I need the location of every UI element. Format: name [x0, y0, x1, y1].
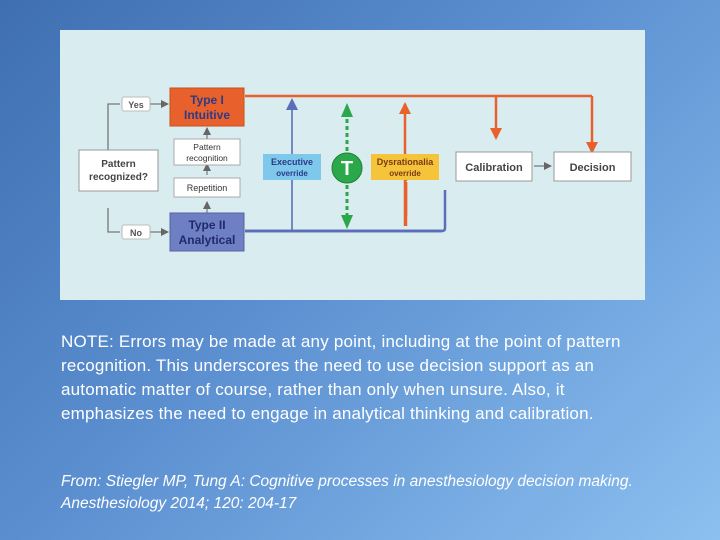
yes-label-box: Yes — [121, 96, 151, 112]
repetition-box: Repetition — [173, 177, 241, 198]
executive-line2: override — [276, 169, 308, 178]
yes-label: Yes — [128, 100, 144, 110]
pattern-recognition-box: Pattern recognition — [173, 138, 241, 166]
dysrationalia-line2: override — [389, 169, 421, 178]
pattern-recognition-line2: recognition — [186, 153, 228, 163]
pattern-recognition-line1: Pattern — [193, 142, 221, 152]
pattern-recognized-line2: recognized? — [89, 172, 148, 183]
dysrationalia-override-box: Dysrationalia override — [371, 154, 439, 180]
executive-override-box: Executive override — [263, 154, 321, 180]
pattern-recognized-line1: Pattern — [101, 159, 135, 170]
decision-box: Decision — [553, 151, 632, 182]
diagram-panel: Pattern recognized? Yes No — [60, 30, 645, 300]
note-paragraph: NOTE: Errors may be made at any point, i… — [61, 332, 621, 423]
type2-analytical-box: Type II Analytical — [169, 212, 245, 252]
calibration-box: Calibration — [455, 151, 533, 182]
executive-line1: Executive — [271, 157, 313, 167]
type2-line1: Type II — [188, 218, 225, 232]
calibration-label: Calibration — [465, 162, 523, 174]
type1-intuitive-box: Type I Intuitive — [169, 87, 245, 127]
type1-line2: Intuitive — [184, 108, 230, 122]
citation-paragraph: From: Stiegler MP, Tung A: Cognitive pro… — [61, 473, 633, 512]
yes-no-connectors — [107, 100, 169, 236]
decision-label: Decision — [570, 162, 616, 174]
toggle-letter: T — [341, 158, 353, 180]
type2-line2: Analytical — [179, 233, 236, 247]
no-label-box: No — [121, 224, 151, 240]
flow-diagram: Pattern recognized? Yes No — [78, 87, 632, 252]
pattern-recognized-box: Pattern recognized? — [78, 149, 159, 192]
no-label: No — [130, 228, 142, 238]
toggle-circle: T — [331, 152, 363, 184]
type1-line1: Type I — [190, 93, 224, 107]
repetition-label: Repetition — [187, 183, 228, 193]
dysrationalia-line1: Dysrationalia — [377, 157, 435, 167]
